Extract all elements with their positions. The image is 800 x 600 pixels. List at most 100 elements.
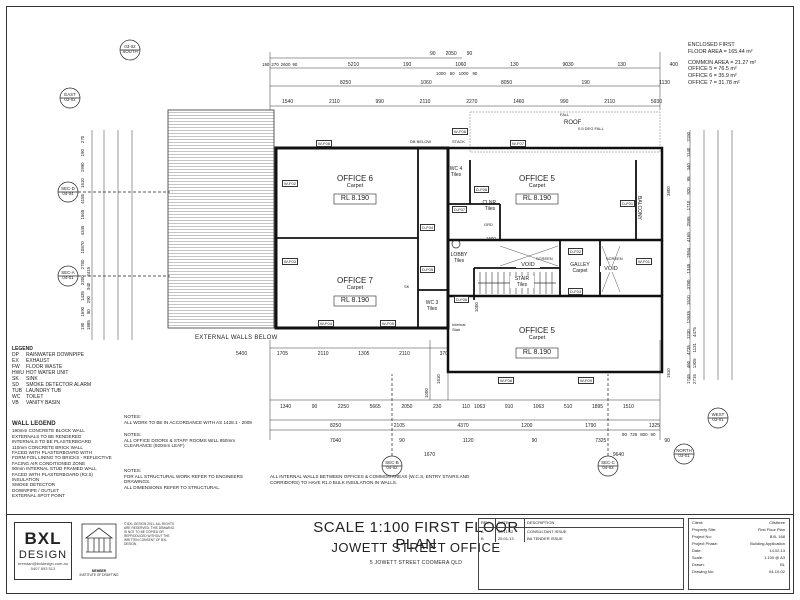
window-tag: W-F02: [282, 180, 298, 187]
dim-inner-6: 1000: [474, 302, 479, 312]
fixture-stack: STACK: [452, 139, 466, 144]
door-tag: D-F03: [568, 288, 584, 295]
drawing-info: Client:Clisthree Property Site:First Flo…: [688, 518, 790, 590]
wall-legend-item: 190mm CONCRETE BLOCK WALL: [12, 428, 85, 434]
info-row: Project Phase:Building Application: [692, 541, 785, 546]
rl-office5-top: RL 8.190: [522, 195, 552, 202]
lobby-marker: [451, 239, 461, 249]
seal-sub: INSTITUTE OF DRAFTING: [79, 573, 119, 577]
title-block: [6, 514, 794, 594]
room-finish: Tiles: [453, 258, 465, 264]
wall-legend-item: INTERNALS TO BE PLASTERBOARD: [12, 439, 92, 445]
door-tag: D-F01: [620, 200, 636, 207]
room-office6: OFFICE 6 Carpet: [320, 174, 390, 189]
room-name: CLNR.: [482, 200, 498, 206]
info-row: Drawn:BL: [692, 562, 785, 567]
area-summary: ENCLOSED FIRST FLOOR AREA = 165.44 m² CO…: [688, 42, 788, 87]
dim-inner-4: 1000: [424, 388, 429, 398]
bxl-logo: BXL DESIGN brendan@bxldesign.com.au 0407…: [14, 522, 72, 580]
fixture-internal-stair: Internal Stair: [452, 322, 466, 332]
dim-inner-2: 1510: [436, 374, 441, 384]
window-tag: W-F07: [510, 140, 526, 147]
info-row: Scale:1:100 @ A3: [692, 555, 785, 560]
dimension-lines: [91, 52, 733, 440]
external-walls-label: EXTERNAL WALLS BELOW: [195, 335, 278, 341]
wall-legend-item: FACING AIR CONDITIONED ZONE: [12, 460, 86, 466]
office5-area: OFFICE 5 = 76.5 m²: [688, 66, 737, 73]
window-tag: W-F08: [498, 377, 514, 384]
note-title: NOTES:: [124, 468, 142, 473]
screen-label-2: SCREEN: [606, 256, 623, 261]
logo-line1: BXL: [24, 529, 62, 548]
wall-legend-item: FACED WITH PLASTERBOARD WITH: [12, 450, 92, 456]
room-void1: VOID: [516, 262, 540, 268]
info-row: Date:14.02.13: [692, 548, 785, 553]
dim-inner-5: 1600: [486, 236, 496, 241]
stair-treads: [478, 272, 556, 294]
door-tag: D-F04: [420, 224, 436, 231]
office7-area: OFFICE 7 = 31.78 m²: [688, 79, 740, 86]
fixture-deg-fall: 0.5 DEG FALL: [578, 126, 604, 131]
wall-legend-title: WALL LEGEND: [12, 421, 56, 427]
note-1: NOTES: ALL WORK TO BE IN ACCORDANCE WITH…: [124, 414, 264, 425]
room-finish: Tiles: [516, 282, 528, 288]
revision-header: REV DATE DESCRIPTION: [479, 519, 683, 528]
drawing-sheet: [6, 6, 794, 594]
room-name: GALLEY: [570, 262, 590, 268]
revision-row: A 08.11.12 CONSULTANT ISSUE: [481, 528, 567, 535]
room-wc3: WC 3 Tiles: [420, 300, 444, 312]
window-tag: W-F06: [316, 140, 332, 147]
room-roof: ROOF: [564, 120, 582, 126]
project-address: 5 JOWETT STREET COOMERA QLD: [369, 560, 463, 566]
scale-title: SCALE 1:100 FIRST FLOOR PLAN: [313, 519, 519, 553]
room-name: WC 4: [449, 166, 463, 172]
note-2: NOTES: ALL OFFICE DOORS & STAFF ROOMS WI…: [124, 432, 264, 449]
note-3: NOTES: FOR ALL STRUCTURAL WORK REFER TO …: [124, 468, 264, 490]
info-row: Drawing No:04-10-02: [692, 569, 785, 574]
room-office5-bottom: OFFICE 5 Carpet: [502, 326, 572, 341]
wall-legend-item: EXTERNAL SPOT POINT: [12, 493, 66, 499]
room-finish: Tiles: [450, 172, 462, 178]
room-finish: Carpet: [346, 285, 364, 291]
building-seal-icon: [81, 523, 117, 559]
note-text: FOR ALL STRUCTURAL WORK REFER TO ENGINEE…: [124, 473, 243, 485]
note-text: ALL WORK TO BE IN ACCORDANCE WITH AS 142…: [124, 419, 252, 425]
room-name: OFFICE 6: [336, 174, 373, 183]
enclosed-value: FLOOR AREA = 165.44 m²: [688, 48, 753, 55]
deck-hatch: [167, 109, 275, 329]
section-markers: [57, 39, 729, 477]
room-office5-top: OFFICE 5 Carpet: [502, 174, 572, 189]
roof-area: [469, 111, 661, 153]
dim-inner-1: 3800: [666, 186, 671, 196]
wall-legend-item: EXTERNALS TO BE RENDERED: [12, 433, 82, 439]
room-finish: Tiles: [426, 306, 438, 312]
fixture-sk: SK: [404, 284, 410, 289]
room-finish: Carpet: [528, 335, 546, 341]
rl-office6: RL 8.190: [340, 195, 370, 202]
room-name: OFFICE 7: [336, 276, 373, 285]
note-4: ALL INTERNAL WALLS BETWEEN OFFICES & COM…: [270, 474, 470, 485]
door-tag: D-F02: [568, 248, 584, 255]
room-name: LOBBY: [450, 252, 468, 258]
window-tag: W-F05: [380, 320, 396, 327]
